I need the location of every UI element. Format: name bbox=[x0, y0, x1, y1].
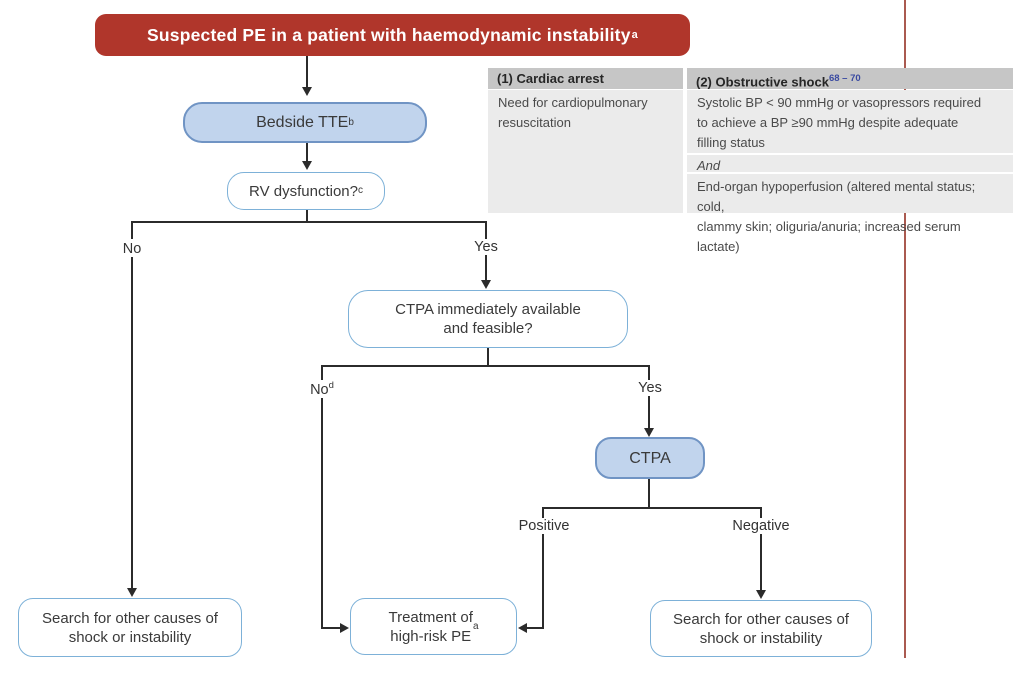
arrowhead-down-icon bbox=[481, 280, 491, 289]
table-header-obstructive-shock: (2) Obstructive shock68 – 70 bbox=[687, 68, 1013, 89]
table-cell-text: Need for cardiopulmonary resuscitation bbox=[498, 95, 648, 130]
arrowhead-left-icon bbox=[518, 623, 527, 633]
node-ctpa-question: CTPA immediately available and feasible? bbox=[348, 290, 628, 348]
banner-text: Suspected PE in a patient with haemodyna… bbox=[147, 24, 631, 45]
connector-positive-branch bbox=[542, 507, 544, 629]
connector-no-branch bbox=[131, 221, 133, 589]
connector-positive-elbow bbox=[527, 627, 543, 629]
table-cell-text: End-organ hypoperfusion (altered mental … bbox=[687, 172, 1013, 254]
banner-suspected-pe: Suspected PE in a patient with haemodyna… bbox=[95, 14, 690, 56]
node-search-other-causes-left: Search for other causes of shock or inst… bbox=[18, 598, 242, 657]
connector-ctpa-split bbox=[542, 507, 761, 509]
table-header-cardiac-arrest: (1) Cardiac arrest bbox=[488, 68, 683, 89]
table-header-text: (1) Cardiac arrest bbox=[497, 71, 604, 86]
node-search-other-causes-right: Search for other causes of shock or inst… bbox=[650, 600, 872, 657]
connector-no-d-elbow bbox=[321, 627, 341, 629]
arrowhead-down-icon bbox=[756, 590, 766, 599]
label-rv-no: No bbox=[117, 239, 147, 257]
table-cell-cardiac-arrest: Need for cardiopulmonary resuscitation bbox=[488, 90, 683, 213]
connector-question-stub bbox=[487, 348, 489, 367]
connector-rv-stub bbox=[306, 210, 308, 223]
table-cell-text: Systolic BP < 90 mmHg or vasopressors re… bbox=[697, 95, 982, 150]
node-ctpa: CTPA bbox=[595, 437, 705, 479]
connector-yes-to-ctpa bbox=[648, 365, 650, 429]
table-header-reference: 68 – 70 bbox=[828, 73, 861, 84]
table-header-text: (2) Obstructive shock bbox=[696, 74, 829, 90]
arrowhead-down-icon bbox=[302, 87, 312, 96]
table-cell-and: And bbox=[687, 153, 1013, 173]
connector-negative-branch bbox=[760, 507, 762, 592]
connector-banner-to-tte bbox=[306, 55, 308, 88]
connector-rv-split bbox=[131, 221, 487, 223]
footnote-d: d bbox=[328, 380, 334, 391]
banner-footnote-a: a bbox=[631, 29, 638, 41]
label-positive: Positive bbox=[513, 518, 575, 534]
arrowhead-down-icon bbox=[127, 588, 137, 597]
table-cell-obstructive-shock: Systolic BP < 90 mmHg or vasopressors re… bbox=[687, 90, 1013, 254]
label-ctpa-no: Nod bbox=[305, 380, 339, 398]
label-rv-yes: Yes bbox=[469, 239, 503, 255]
page-margin-rule bbox=[904, 0, 906, 658]
label-ctpa-yes: Yes bbox=[633, 380, 667, 396]
connector-tte-to-rv bbox=[306, 143, 308, 162]
connector-question-split bbox=[321, 365, 650, 367]
connector-no-d-branch bbox=[321, 365, 323, 629]
node-rv-dysfunction: RV dysfunction?c bbox=[227, 172, 385, 210]
connector-ctpa-stub bbox=[648, 478, 650, 508]
label-negative: Negative bbox=[727, 518, 795, 534]
arrowhead-down-icon bbox=[302, 161, 312, 170]
arrowhead-right-icon bbox=[340, 623, 349, 633]
arrowhead-down-icon bbox=[644, 428, 654, 437]
